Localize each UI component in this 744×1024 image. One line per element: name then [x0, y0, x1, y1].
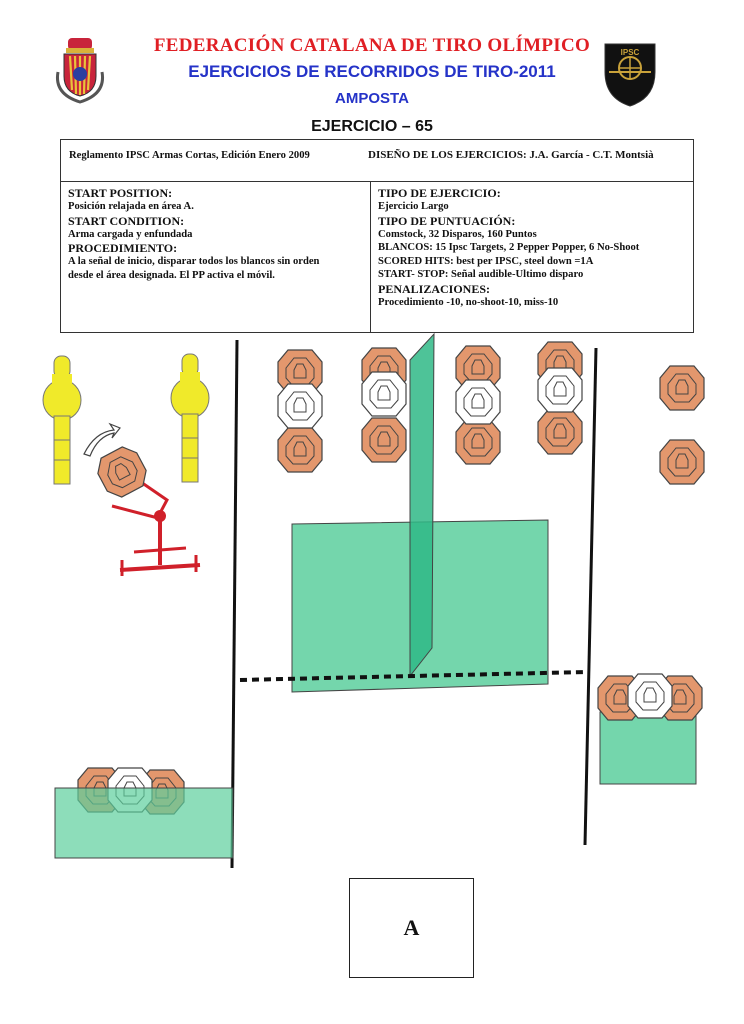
- penalties-text: Procedimiento -10, no-shoot-10, miss-10: [378, 296, 559, 308]
- ipsc-logo-text: IPSC: [621, 48, 640, 57]
- fault-line: [239, 670, 587, 682]
- scored-hits-text: SCORED HITS: best per IPSC, steel down =…: [378, 255, 594, 267]
- start-condition-text: Arma cargada y enfundada: [68, 228, 193, 240]
- procedure-title: PROCEDIMIENTO:: [68, 241, 178, 256]
- start-position-title: START POSITION:: [68, 186, 173, 200]
- left-wall-line: [230, 339, 239, 869]
- swing-arrow-icon: [83, 422, 121, 457]
- regulation-text: Reglamento IPSC Armas Cortas, Edición En…: [69, 150, 310, 161]
- vertical-panel: [409, 332, 435, 678]
- federation-title: FEDERACIÓN CATALANA DE TIRO OLÍMPICO: [153, 35, 591, 56]
- right-lower-wall: [599, 711, 697, 785]
- start-stop-text: START- STOP: Señal audible-Ultimo dispar…: [378, 269, 584, 281]
- type-title: TIPO DE EJERCICIO:: [378, 186, 501, 200]
- scoring-text: Comstock, 32 Disparos, 160 Puntos: [378, 228, 537, 240]
- exercise-number: EJERCICIO – 65: [311, 118, 433, 135]
- location-title: AMPOSTA: [335, 90, 409, 107]
- info-box: START POSITION: Posición relajada en áre…: [60, 181, 694, 333]
- left-info-column: START POSITION: Posición relajada en áre…: [68, 186, 319, 282]
- start-area-a: A: [349, 878, 474, 978]
- type-text: Ejercicio Largo: [378, 201, 449, 212]
- procedure-line-2: desde el área designada. El PP activa el…: [68, 269, 275, 281]
- targets-text: BLANCOS: 15 Ipsc Targets, 2 Pepper Poppe…: [378, 242, 640, 254]
- regulation-box: Reglamento IPSC Armas Cortas, Edición En…: [60, 139, 694, 183]
- penalties-title: PENALIZACIONES:: [378, 281, 491, 296]
- ipsc-logo-icon: IPSC: [604, 43, 656, 107]
- scoring-title: TIPO DE PUNTUACIÓN:: [378, 213, 516, 228]
- design-text: DISEÑO DE LOS EJERCICIOS: J.A. García - …: [368, 149, 654, 161]
- info-divider: [370, 182, 372, 332]
- left-lower-wall: [54, 787, 234, 859]
- exercise-series-title: EJERCICIOS DE RECORRIDOS DE TIRO-2011: [188, 62, 556, 81]
- right-wall-line: [583, 347, 598, 846]
- procedure-line-1: A la señal de inicio, disparar todos los…: [68, 256, 320, 268]
- start-condition-title: START CONDITION:: [68, 213, 185, 228]
- federation-crest-icon: [55, 38, 105, 104]
- pepper-popper-1: [42, 355, 82, 485]
- pepper-popper-2: [170, 353, 210, 483]
- mover-target: [91, 441, 201, 576]
- right-info-column: TIPO DE EJERCICIO: Ejercicio Largo TIPO …: [378, 186, 639, 310]
- start-position-text: Posición relajada en área A.: [68, 201, 194, 212]
